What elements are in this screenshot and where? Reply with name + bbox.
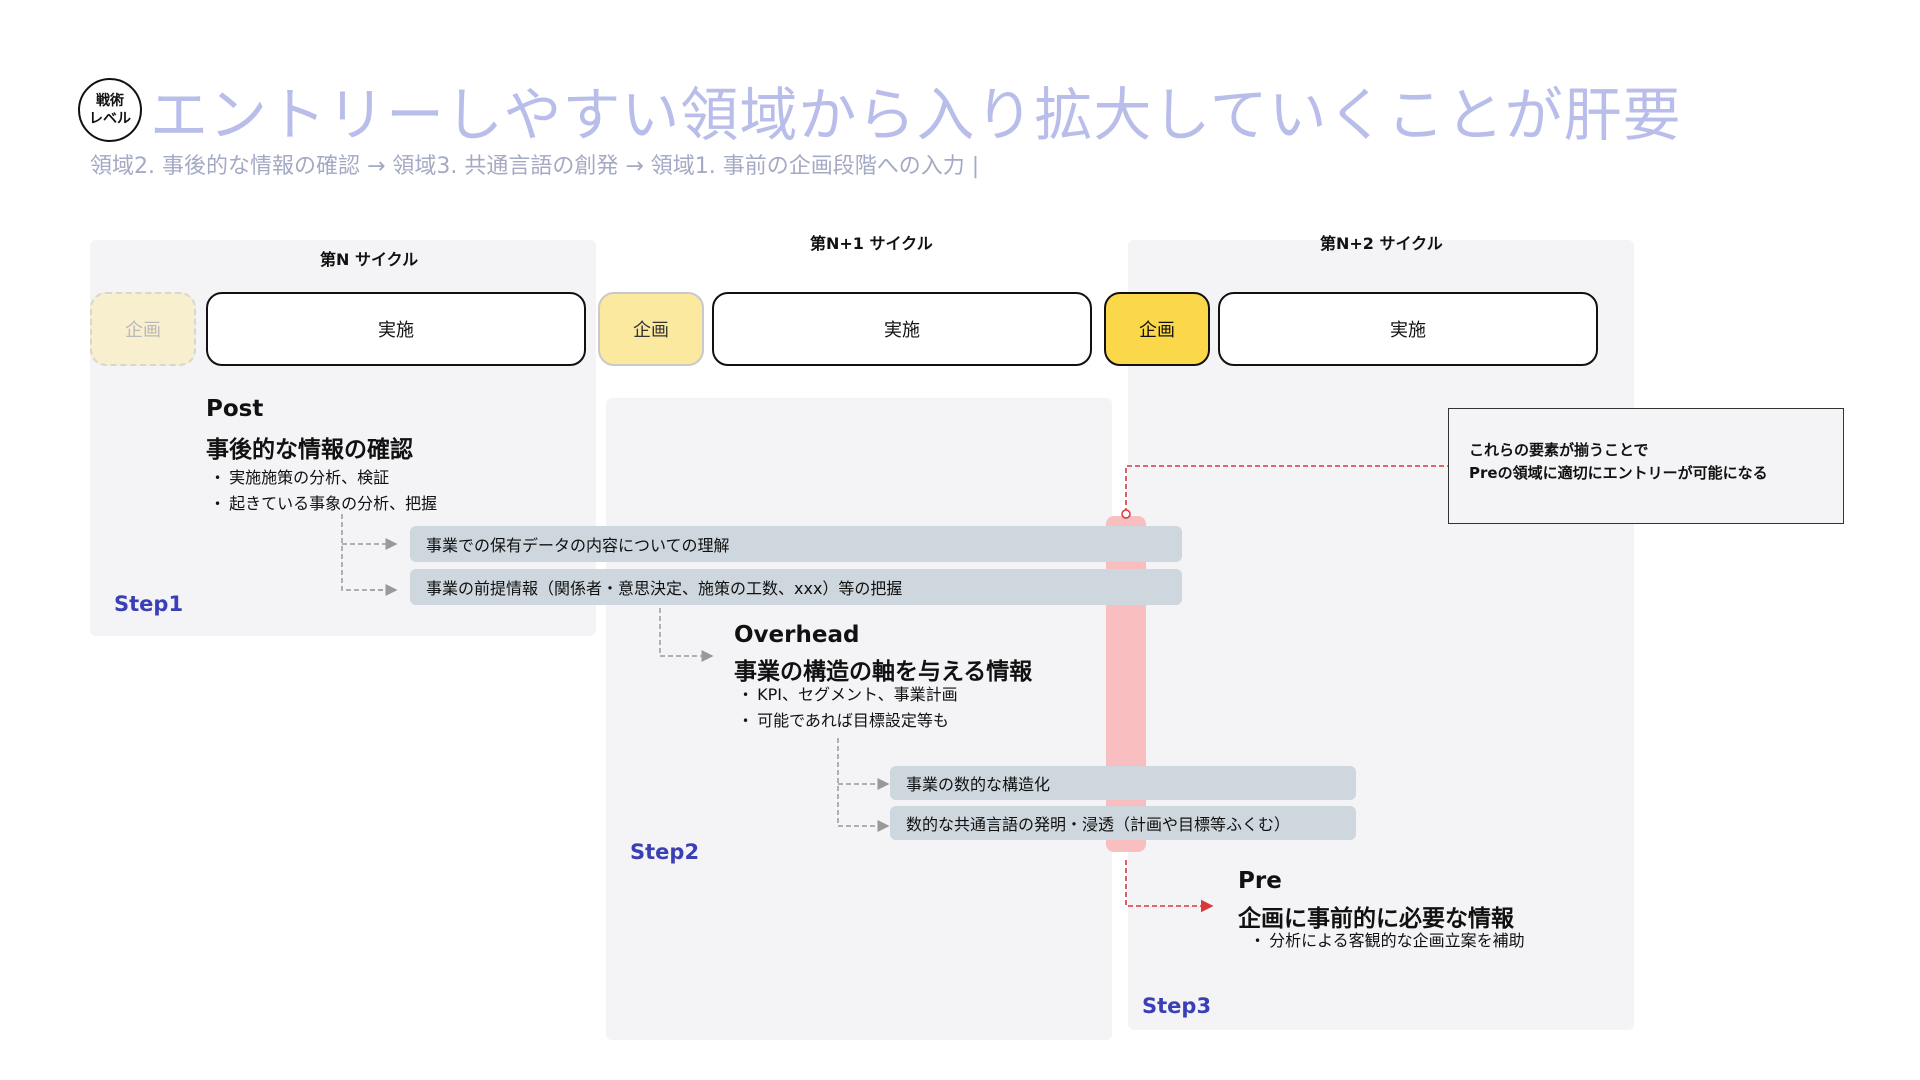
post-bullet: 起きている事象の分析、把握 xyxy=(214,491,437,517)
step2-label: Step2 xyxy=(630,840,700,864)
cycle-n-label: 第N サイクル xyxy=(320,250,419,269)
overhead-connector xyxy=(659,608,714,662)
entry-condition-note: これらの要素が揃うことで Preの領域に適切にエントリーが可能になる xyxy=(1448,408,1844,524)
post-bar-data-understanding: 事業での保有データの内容についての理解 xyxy=(410,526,1182,562)
cycle-n2-panel xyxy=(1128,240,1634,1030)
note-connector-dot xyxy=(1121,509,1131,519)
pre-heading-en: Pre xyxy=(1238,868,1282,894)
pre-bullets: 分析による客観的な企画立案を補助 xyxy=(1254,928,1525,954)
step1-label: Step1 xyxy=(114,592,184,616)
post-bullets: 実施施策の分析、検証 起きている事象の分析、把握 xyxy=(214,465,437,517)
page-subtitle: 領域2. 事後的な情報の確認 → 領域3. 共通言語の創発 → 領域1. 事前の… xyxy=(90,154,980,179)
overhead-bar-common-language: 数的な共通言語の発明・浸透（計画や目標等ふくむ） xyxy=(890,806,1356,840)
cycle-n2-label: 第N+2 サイクル xyxy=(1320,234,1443,253)
cycle-n1-label: 第N+1 サイクル xyxy=(810,234,933,253)
note-line2: Preの領域に適切にエントリーが可能になる xyxy=(1469,464,1768,482)
note-connector xyxy=(1125,465,1452,514)
overhead-bullet: 可能であれば目標設定等も xyxy=(742,708,958,734)
badge-line2: レベル xyxy=(89,111,131,127)
cycle-n2-exec-box: 実施 xyxy=(1218,292,1598,366)
step3-label: Step3 xyxy=(1142,994,1212,1018)
cycle-n1-exec-box: 実施 xyxy=(712,292,1092,366)
page-title: エントリーしやすい領域から入り拡大していくことが肝要 xyxy=(150,81,1682,149)
pre-bullet: 分析による客観的な企画立案を補助 xyxy=(1254,928,1525,954)
tactics-level-badge: 戦術 レベル xyxy=(78,78,142,142)
post-heading-jp: 事後的な情報の確認 xyxy=(206,437,413,463)
post-bullet: 実施施策の分析、検証 xyxy=(214,465,437,491)
overhead-bullet: KPI、セグメント、事業計画 xyxy=(742,682,958,708)
badge-line1: 戦術 xyxy=(96,93,124,109)
note-line1: これらの要素が揃うことで xyxy=(1469,441,1649,459)
overhead-heading-en: Overhead xyxy=(734,622,860,648)
cycle-n-plan-box: 企画 xyxy=(90,292,196,366)
pre-connector xyxy=(1125,860,1214,913)
post-heading-en: Post xyxy=(206,396,264,422)
cycle-n-exec-box: 実施 xyxy=(206,292,586,366)
overhead-heading-jp: 事業の構造の軸を与える情報 xyxy=(734,659,1033,685)
overhead-bar-numeric-structure: 事業の数的な構造化 xyxy=(890,766,1356,800)
cycle-n2-plan-box: 企画 xyxy=(1104,292,1210,366)
post-connector xyxy=(341,514,392,591)
post-bar-premise-info: 事業の前提情報（関係者・意思決定、施策の工数、xxx）等の把握 xyxy=(410,569,1182,605)
overhead-bullets: KPI、セグメント、事業計画 可能であれば目標設定等も xyxy=(742,682,958,734)
cycle-n1-plan-box: 企画 xyxy=(598,292,704,366)
